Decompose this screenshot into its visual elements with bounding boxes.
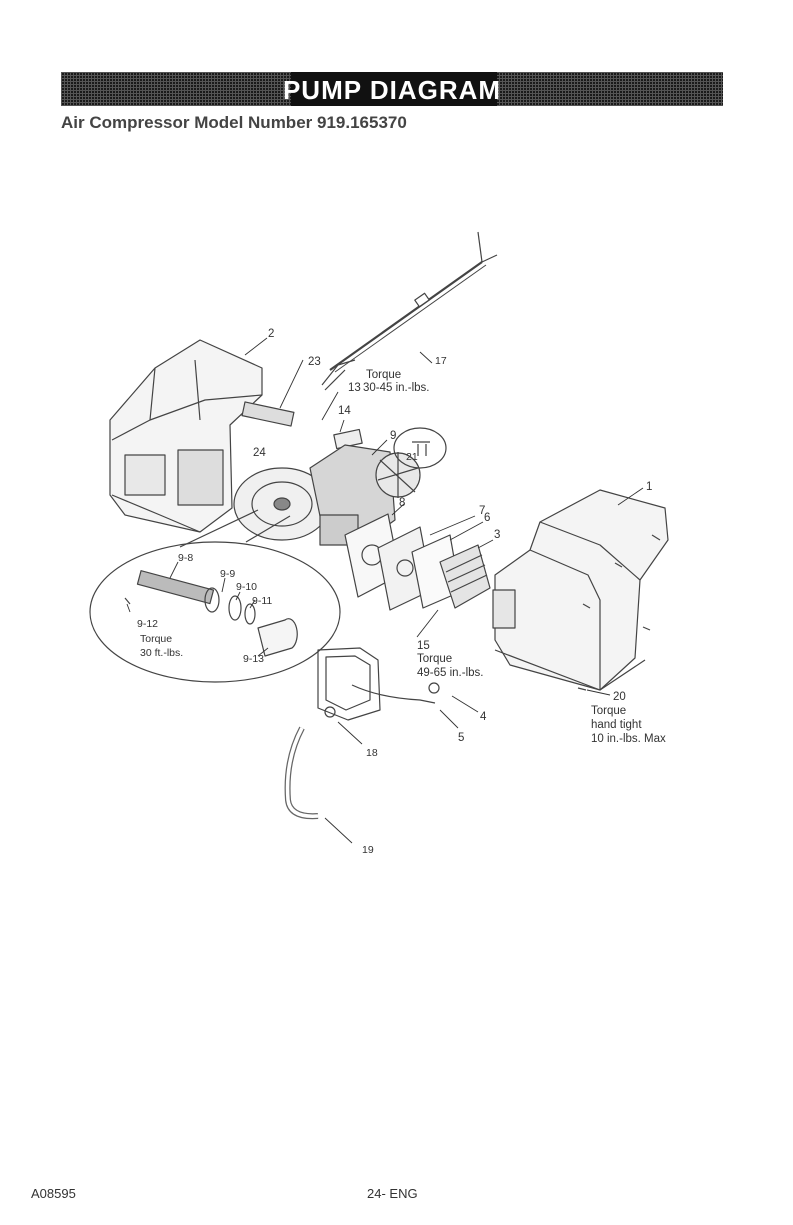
callout-3: 3	[494, 529, 500, 541]
callout-17: 17	[435, 355, 447, 367]
torque-9-12-value: 30 ft.-lbs.	[140, 647, 183, 659]
callout-9-12: 9-12	[137, 618, 158, 630]
callout-15: 15	[417, 640, 430, 652]
torque-15-value: 49-65 in.-lbs.	[417, 667, 483, 679]
callout-5: 5	[458, 732, 464, 744]
fitting-4-part	[429, 683, 439, 693]
callout-20: 20	[613, 691, 626, 703]
callout-9-10: 9-10	[236, 581, 257, 593]
callout-2: 2	[268, 328, 274, 340]
callout-7: 7	[479, 505, 485, 517]
outlet-tube-part	[330, 232, 497, 372]
callout-21: 21	[406, 451, 418, 463]
callout-18: 18	[366, 747, 378, 759]
document-code: A08595	[31, 1186, 76, 1201]
callout-24: 24	[253, 447, 266, 459]
front-shroud-part	[493, 490, 668, 690]
page-number: 24- ENG	[367, 1186, 418, 1201]
torque-15-label: Torque	[417, 653, 452, 665]
callout-14: 14	[338, 405, 351, 417]
torque-20-line1: hand tight	[591, 719, 642, 731]
torque-20-line2: 10 in.-lbs. Max	[591, 733, 666, 745]
callout-9: 9	[390, 430, 396, 442]
torque-13-label: Torque	[366, 369, 401, 381]
callout-9-8: 9-8	[178, 552, 193, 564]
callout-8: 8	[399, 497, 405, 509]
callout-9-13: 9-13	[243, 653, 264, 665]
callout-1: 1	[646, 481, 652, 493]
callout-9-11: 9-11	[252, 595, 272, 607]
torque-13-value: 30-45 in.-lbs.	[363, 382, 429, 394]
hose-part	[288, 728, 318, 816]
callout-19: 19	[362, 844, 374, 856]
detail-21-callout	[394, 428, 446, 468]
torque-9-12-label: Torque	[140, 633, 172, 645]
callout-9-9: 9-9	[220, 568, 235, 580]
motor-pump-assembly	[234, 445, 420, 545]
torque-20-label: Torque	[591, 705, 626, 717]
callout-4: 4	[480, 711, 487, 723]
callout-23: 23	[308, 356, 321, 368]
callout-13: 13	[348, 382, 361, 394]
